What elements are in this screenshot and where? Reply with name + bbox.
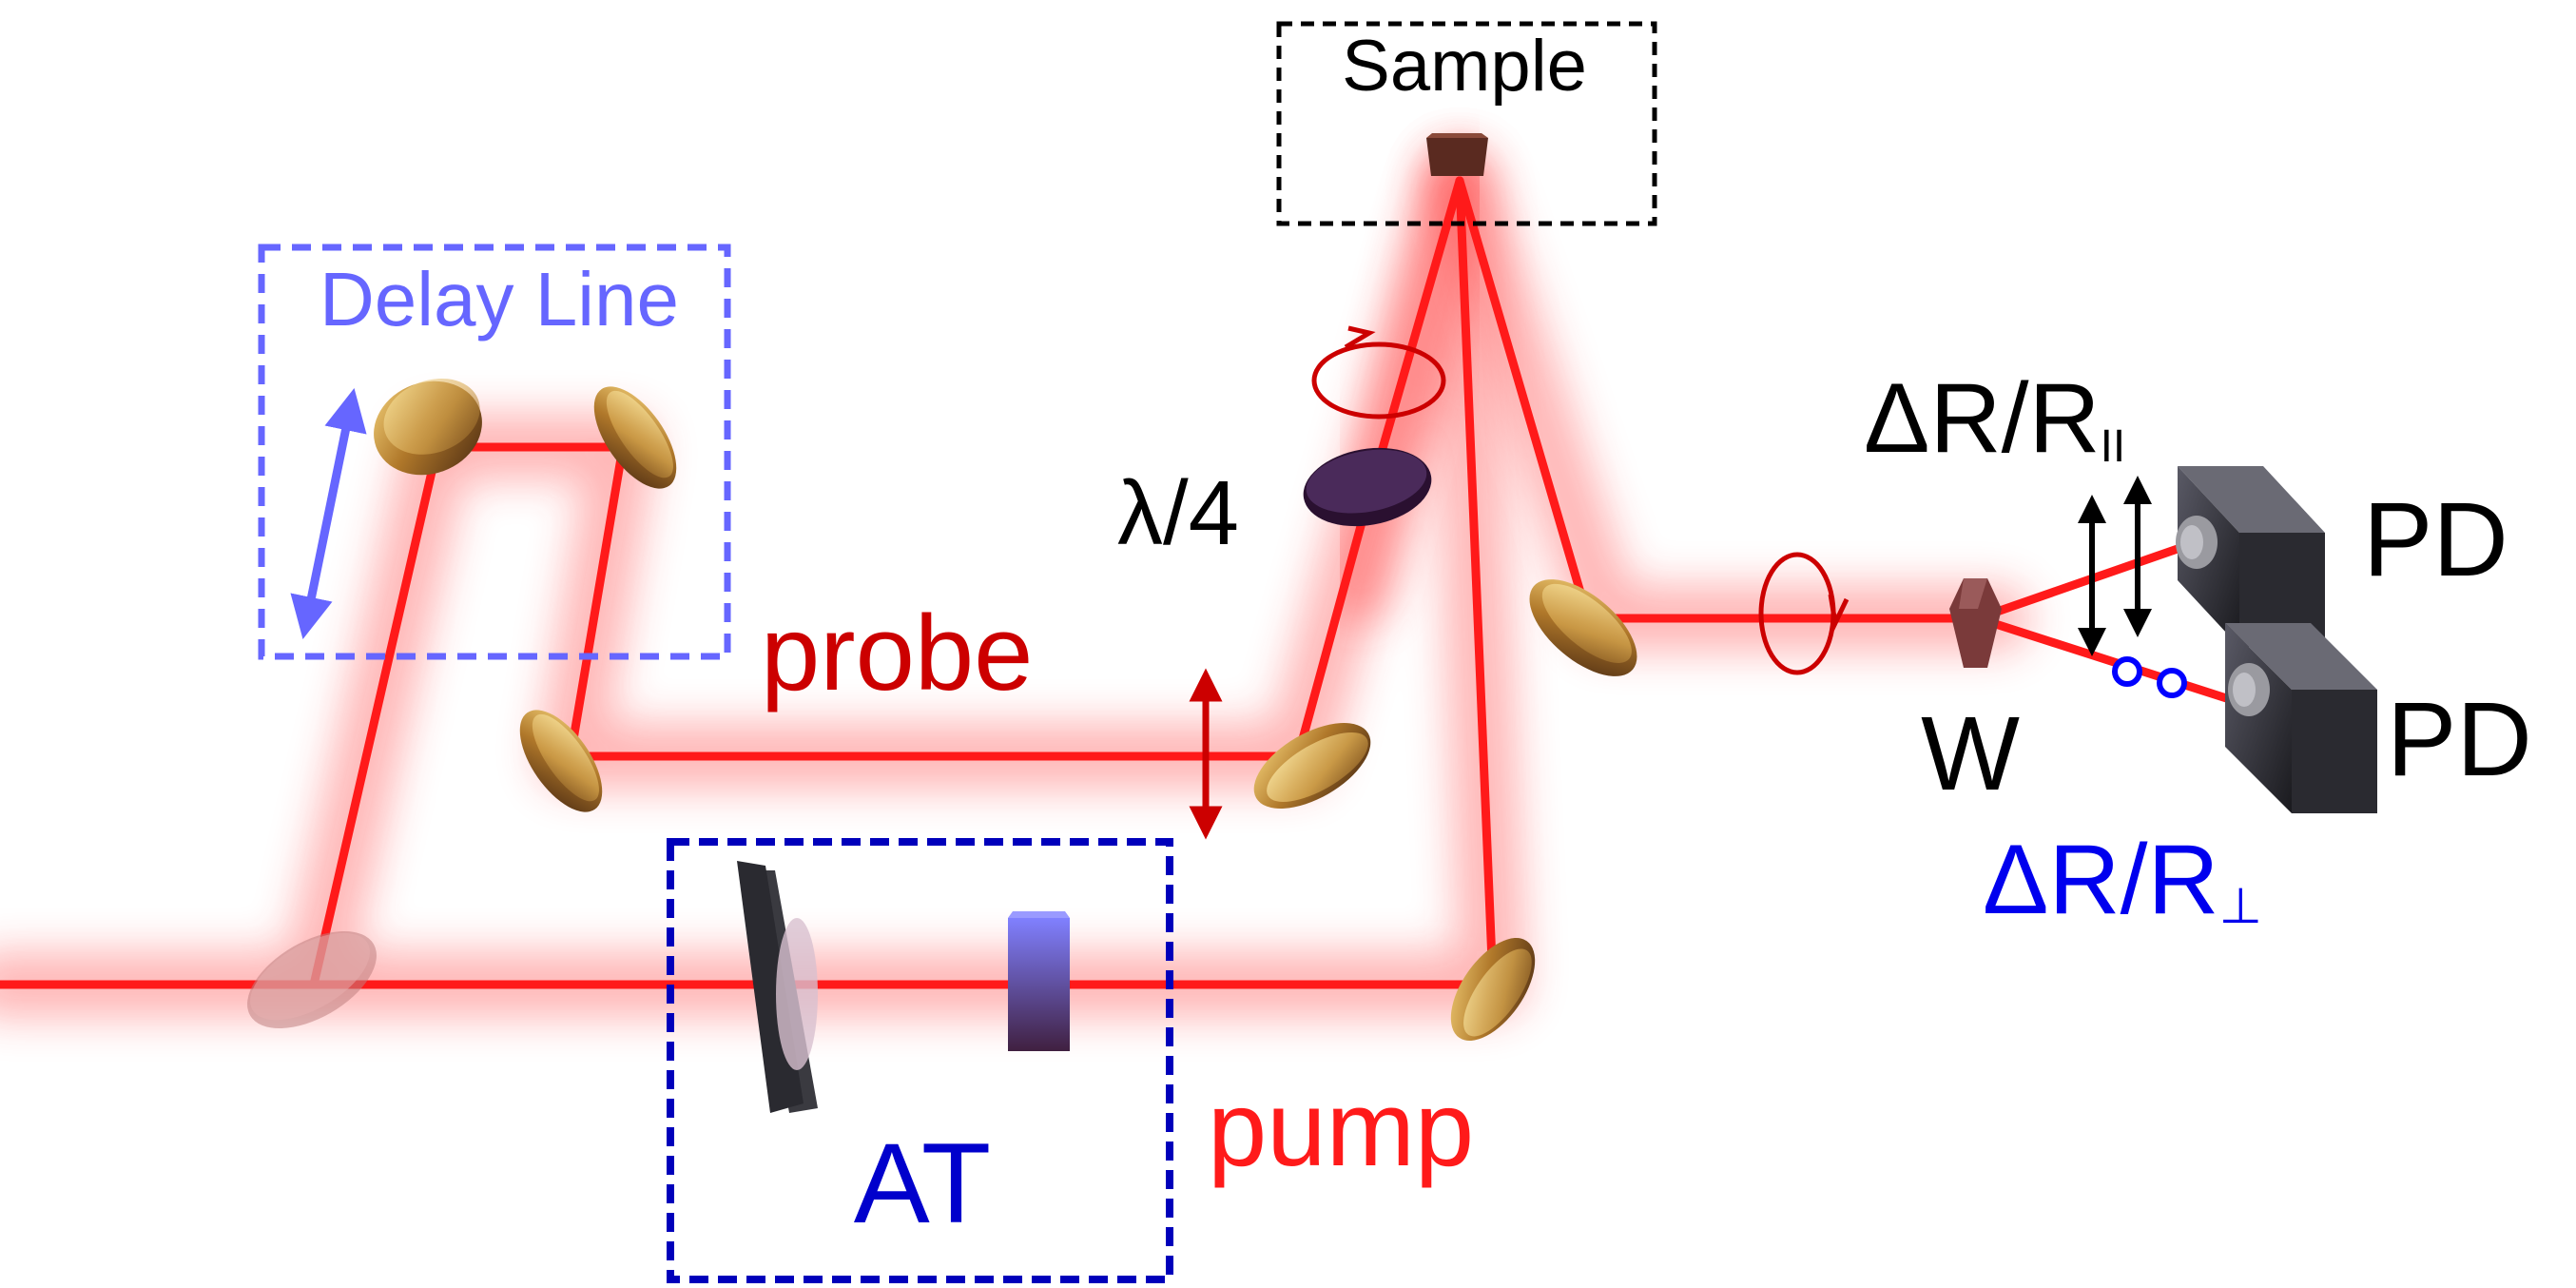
photodiode-icon [2225,623,2377,813]
mirror-icon [1253,723,1371,809]
delay-line-label: Delay Line [320,257,679,342]
mirror-icon [519,710,603,812]
dr-perp-subscript: ⊥ [2219,879,2262,934]
pd-bottom-label: PD [2387,681,2532,798]
beam-glow [0,147,2030,1018]
wollaston-prism-icon [1949,578,2002,668]
circular-polarization-icon [1758,552,1850,675]
perp-polarization-marker-icon [2112,656,2142,687]
sample-label: Sample [1342,26,1587,107]
at-label: AT [854,1120,991,1247]
dr-parallel-label: ΔR/RII [1864,363,2125,474]
dr-parallel-subscript: II [2101,421,2126,472]
split-beam-perp [1973,614,2249,709]
beam-splitter-icon [247,930,377,1029]
delay-line-box [258,244,731,660]
probe-label: probe [761,594,1033,712]
mirror-icon [593,386,677,489]
photodiode-icon [2176,466,2325,647]
lambda-quarter-label: λ/4 [1117,462,1239,564]
sample-box [1276,21,1657,226]
pump-label: pump [1208,1069,1474,1188]
dr-perp-label: ΔR/R⊥ [1983,825,2262,935]
pd-top-label: PD [2363,481,2508,598]
sample-icon [1426,133,1488,176]
at-box [667,838,1173,1283]
circular-polarization-icon [1311,325,1446,420]
crystal-icon [1008,911,1070,1051]
perp-polarization-marker-icon [2157,668,2187,698]
lens-icon [737,861,818,1113]
mirror-icon [1529,579,1637,676]
waveplate-icon [1303,447,1432,527]
mirror-icon [374,378,482,476]
delay-line-arrow-icon [290,387,367,640]
w-label: W [1921,695,2020,812]
split-beam-parallel [1973,537,2201,623]
mirror-icon [1450,937,1536,1042]
